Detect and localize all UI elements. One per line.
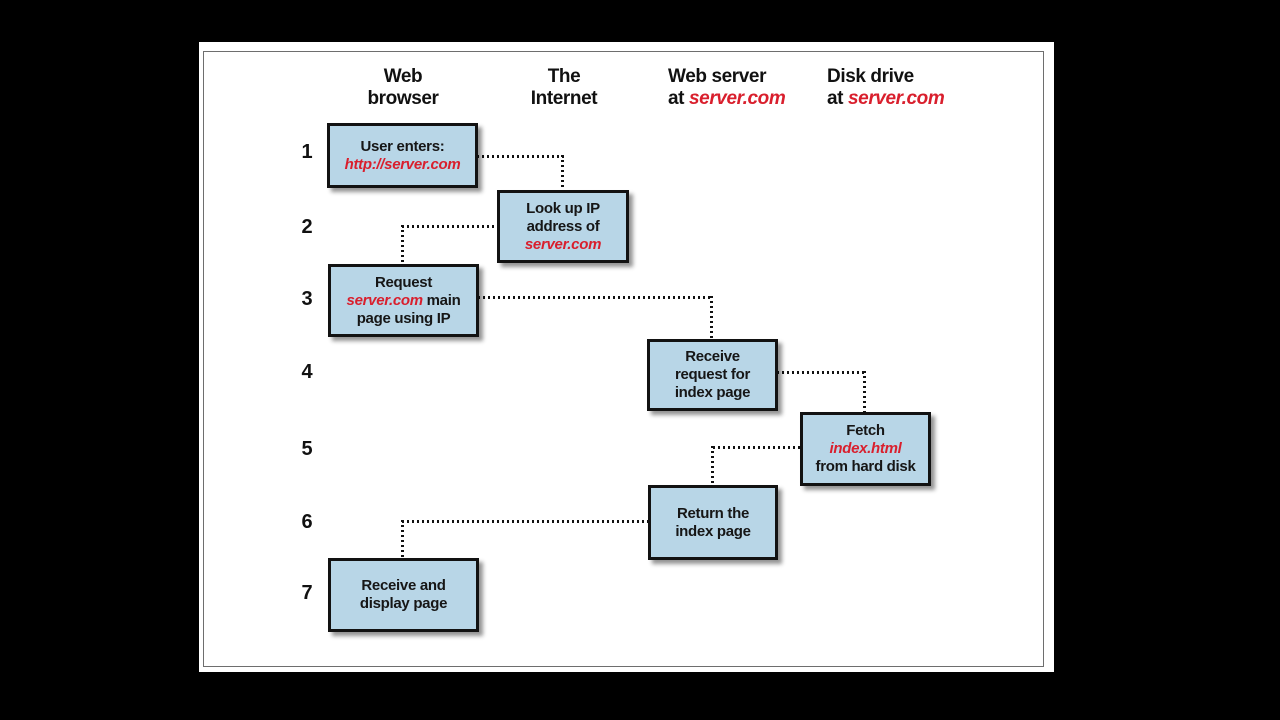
box-line: http://server.com bbox=[345, 156, 461, 174]
box-line: page using IP bbox=[356, 309, 451, 327]
box-line: Fetch bbox=[846, 422, 885, 439]
box-line: Receive and bbox=[361, 577, 446, 594]
column-header-internet: The Internet bbox=[504, 66, 624, 110]
step-number-7: 7 bbox=[301, 582, 313, 604]
server-domain-text: server.com bbox=[346, 291, 424, 309]
box-line: request for bbox=[674, 366, 751, 383]
step-box-lookup-ip: Look up IP address of server.com bbox=[497, 190, 629, 263]
box-line: index.html bbox=[829, 440, 901, 458]
connector-3-4-horizontal bbox=[478, 296, 713, 299]
box-line: Receive bbox=[685, 348, 740, 365]
step-box-fetch-index: Fetch index.html from hard disk bbox=[800, 412, 931, 486]
step-number-4: 4 bbox=[301, 361, 313, 383]
figure-frame bbox=[203, 51, 1044, 667]
server-domain-text: server.com bbox=[688, 88, 786, 109]
box-line: display page bbox=[359, 595, 448, 612]
connector-1-2-horizontal bbox=[477, 155, 565, 158]
connector-4-5-horizontal bbox=[777, 371, 866, 374]
box-line: server.com bbox=[524, 235, 602, 254]
box-line: index page bbox=[674, 384, 751, 401]
server-domain-text: server.com bbox=[847, 88, 945, 109]
header-line: Internet bbox=[530, 88, 598, 109]
header-line: Web bbox=[383, 66, 423, 87]
connector-6-7-horizontal bbox=[402, 520, 648, 523]
step-number-5: 5 bbox=[301, 438, 313, 460]
server-domain-text: server.com bbox=[524, 235, 602, 253]
url-text: http://server.com bbox=[344, 155, 461, 173]
connector-2-3-horizontal bbox=[402, 225, 497, 228]
column-header-web-browser: Web browser bbox=[343, 66, 463, 110]
box-line: from hard disk bbox=[815, 458, 916, 475]
step-number-2: 2 bbox=[301, 216, 313, 238]
step-box-receive-request: Receive request for index page bbox=[647, 339, 778, 411]
connector-3-4-vertical bbox=[710, 296, 713, 340]
step-box-user-enters-url: User enters: http://server.com bbox=[327, 123, 478, 188]
header-line: at server.com bbox=[827, 88, 945, 109]
box-line: Look up IP bbox=[526, 199, 600, 217]
box-line: index page bbox=[675, 522, 751, 540]
header-line: Disk drive bbox=[827, 66, 914, 87]
box-line: Return the bbox=[676, 504, 749, 522]
connector-5-6-vertical bbox=[711, 446, 714, 486]
connector-6-7-vertical bbox=[401, 520, 404, 559]
box-line: User enters: bbox=[360, 137, 445, 155]
box-line: Request bbox=[374, 273, 433, 291]
header-line: browser bbox=[367, 88, 439, 109]
connector-1-2-vertical bbox=[561, 155, 564, 191]
step-box-request-main-page: Request server.com main page using IP bbox=[328, 264, 479, 337]
header-line: at server.com bbox=[668, 88, 786, 109]
connector-4-5-vertical bbox=[863, 371, 866, 413]
step-box-return-index: Return the index page bbox=[648, 485, 778, 560]
step-box-display-page: Receive and display page bbox=[328, 558, 479, 632]
connector-5-6-horizontal bbox=[713, 446, 801, 449]
box-line: address of bbox=[526, 217, 600, 235]
step-number-6: 6 bbox=[301, 511, 313, 533]
box-line: server.com main bbox=[346, 291, 461, 309]
step-number-1: 1 bbox=[301, 141, 313, 163]
header-line: Web server bbox=[668, 66, 767, 87]
column-header-disk-drive: Disk drive at server.com bbox=[827, 66, 945, 110]
step-number-3: 3 bbox=[301, 288, 313, 310]
filename-text: index.html bbox=[829, 440, 902, 457]
column-header-web-server: Web server at server.com bbox=[668, 66, 786, 110]
connector-2-3-vertical bbox=[401, 225, 404, 265]
header-line: The bbox=[547, 66, 581, 87]
